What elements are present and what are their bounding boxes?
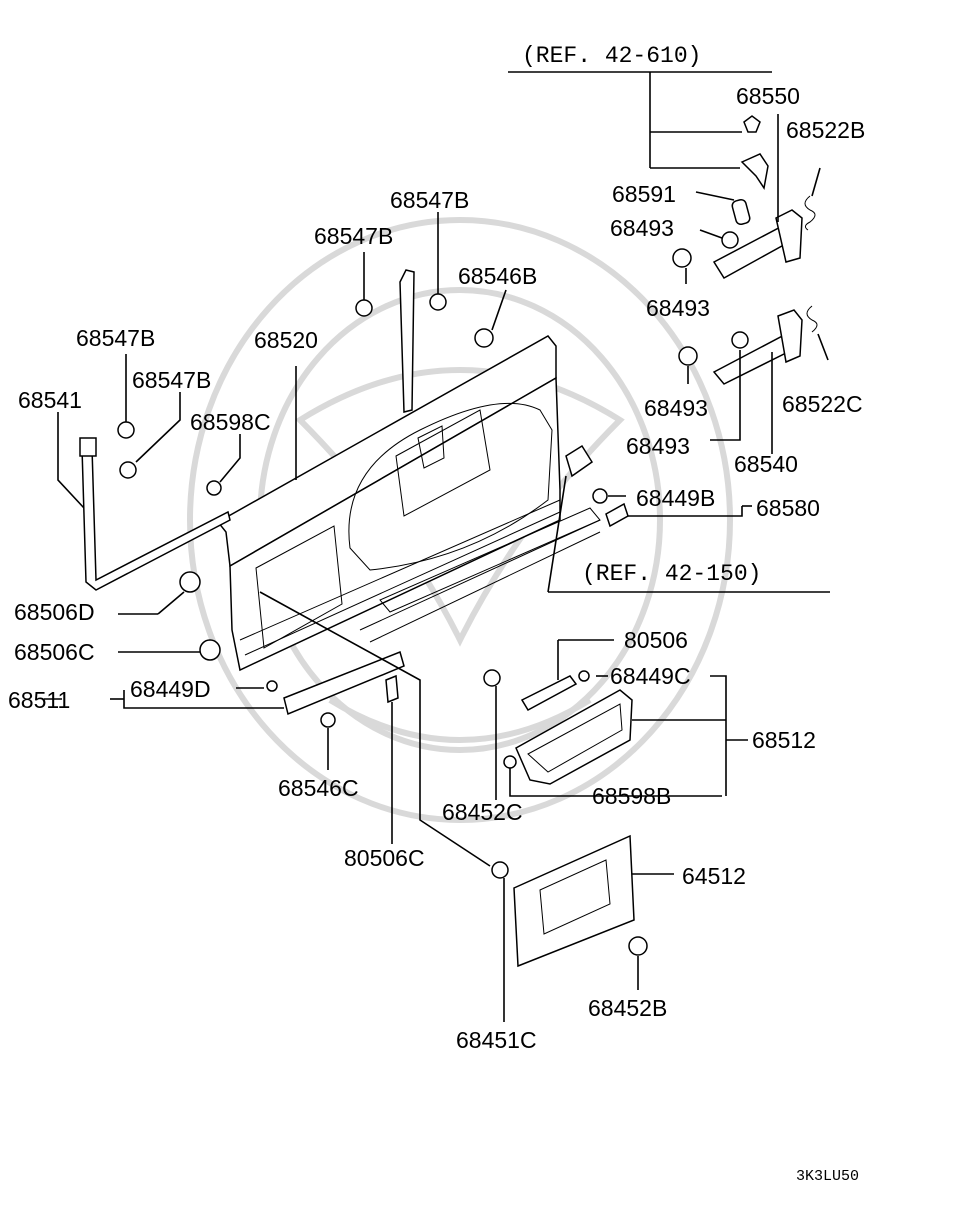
label-68506c: 68506C xyxy=(14,639,95,665)
label-68522c: 68522C xyxy=(782,391,863,417)
label-68452b: 68452B xyxy=(588,995,667,1021)
striker-part xyxy=(565,444,594,478)
cable-upper-loop xyxy=(355,212,507,413)
cover-64512-part xyxy=(513,834,635,968)
screw-68547b-b xyxy=(429,293,447,311)
label-68493-c: 68493 xyxy=(644,395,708,421)
bolt-68493-c xyxy=(731,331,749,349)
upper-hinge-assembly xyxy=(672,114,821,284)
bolt-68493-d xyxy=(678,346,698,366)
upper-hinge-knuckle xyxy=(775,209,803,263)
cover-64512-group xyxy=(259,591,674,1022)
striker-group xyxy=(547,444,830,593)
label-68493-d: 68493 xyxy=(626,433,690,459)
striker-plate-68580 xyxy=(605,502,629,528)
cap-68546b xyxy=(474,328,494,348)
lower-hinge-knuckle xyxy=(777,309,803,364)
label-68506d: 68506D xyxy=(14,599,95,625)
bolt-68449b xyxy=(592,488,608,504)
screw-68547b-d xyxy=(119,461,137,479)
lower-panel-recess xyxy=(255,525,343,649)
cable-68541 xyxy=(57,412,231,591)
trim-68511 xyxy=(44,650,405,844)
diagram-code: 3K3LU50 xyxy=(796,1168,859,1185)
label-68449c: 68449C xyxy=(610,663,691,689)
bumper-68506c xyxy=(199,639,221,661)
bolt-68452b xyxy=(628,936,648,956)
clip-68449d xyxy=(266,680,278,692)
handle-bezel-inner xyxy=(527,703,623,773)
label-68547b-mid: 68547B xyxy=(314,223,393,249)
clip-68598b xyxy=(503,755,517,769)
cover-opening xyxy=(539,859,611,935)
lower-panel-ribs xyxy=(239,499,561,656)
screw-68547b-c xyxy=(117,421,135,439)
label-80506: 80506 xyxy=(624,627,688,653)
label-64512: 64512 xyxy=(682,863,746,889)
label-68511: 68511 xyxy=(8,687,70,713)
label-68591: 68591 xyxy=(612,181,676,207)
label-68451c: 68451C xyxy=(456,1027,537,1053)
cap-68546c xyxy=(320,712,336,728)
label-68546c: 68546C xyxy=(278,775,359,801)
tailgate-outer-panel xyxy=(229,376,561,672)
label-68547b-top: 68547B xyxy=(390,187,469,213)
cable-end-fitting xyxy=(79,437,97,457)
label-68449d: 68449D xyxy=(130,676,211,702)
bolt-68452c xyxy=(483,669,501,687)
bottom-stiffener-lines xyxy=(359,519,601,643)
label-68547b-left2: 68547B xyxy=(132,367,211,393)
label-68598b: 68598B xyxy=(592,783,671,809)
handle-opening xyxy=(395,409,491,517)
label-68493-b: 68493 xyxy=(646,295,710,321)
tailgate-panel xyxy=(216,335,601,672)
trim-68511-part xyxy=(283,650,405,716)
ref-42-610-label: (REF. 42-610) xyxy=(522,43,701,69)
label-68449b: 68449B xyxy=(636,485,715,511)
label-68452c: 68452C xyxy=(442,799,523,825)
label-68522b: 68522B xyxy=(786,117,865,143)
left-screws xyxy=(117,354,241,661)
bracket-80506 xyxy=(520,675,578,712)
cable-68541-part xyxy=(81,447,231,591)
label-68520: 68520 xyxy=(254,327,318,353)
part-labels: 68550 68522B 68591 68493 68493 68493 684… xyxy=(8,83,865,1185)
label-68541: 68541 xyxy=(18,387,82,413)
clip-68449c xyxy=(578,670,590,682)
upper-cable-part xyxy=(399,269,415,413)
pin-68522b-part xyxy=(804,195,816,231)
bolt-68493-b xyxy=(672,248,692,268)
label-80506c: 80506C xyxy=(344,845,425,871)
bracket-80506c xyxy=(385,674,399,704)
clip-68451c xyxy=(491,861,509,879)
upper-clip-part xyxy=(743,115,761,133)
label-68512: 68512 xyxy=(752,727,816,753)
label-68580: 68580 xyxy=(756,495,820,521)
upper-bracket-part xyxy=(740,153,769,190)
label-68598c: 68598C xyxy=(190,409,271,435)
handle-pocket xyxy=(417,425,445,469)
ref-42-610-group: (REF. 42-610) xyxy=(508,43,772,169)
handle-assembly xyxy=(483,639,748,800)
pad-68591-part xyxy=(731,198,751,226)
ref-42-150-label: (REF. 42-150) xyxy=(582,561,761,587)
label-68547b-left1: 68547B xyxy=(76,325,155,351)
label-68546b: 68546B xyxy=(458,263,537,289)
label-68493-a: 68493 xyxy=(610,215,674,241)
lower-hinge-assembly xyxy=(678,305,829,454)
clip-68598c xyxy=(206,480,222,496)
label-68550: 68550 xyxy=(736,83,800,109)
tailgate-inner-recess xyxy=(348,402,553,571)
screw-68547b-a xyxy=(355,299,373,317)
bolt-68493-a xyxy=(721,231,739,249)
pin-68522c-part xyxy=(806,305,818,333)
bumper-68506d xyxy=(179,571,201,593)
label-68540: 68540 xyxy=(734,451,798,477)
